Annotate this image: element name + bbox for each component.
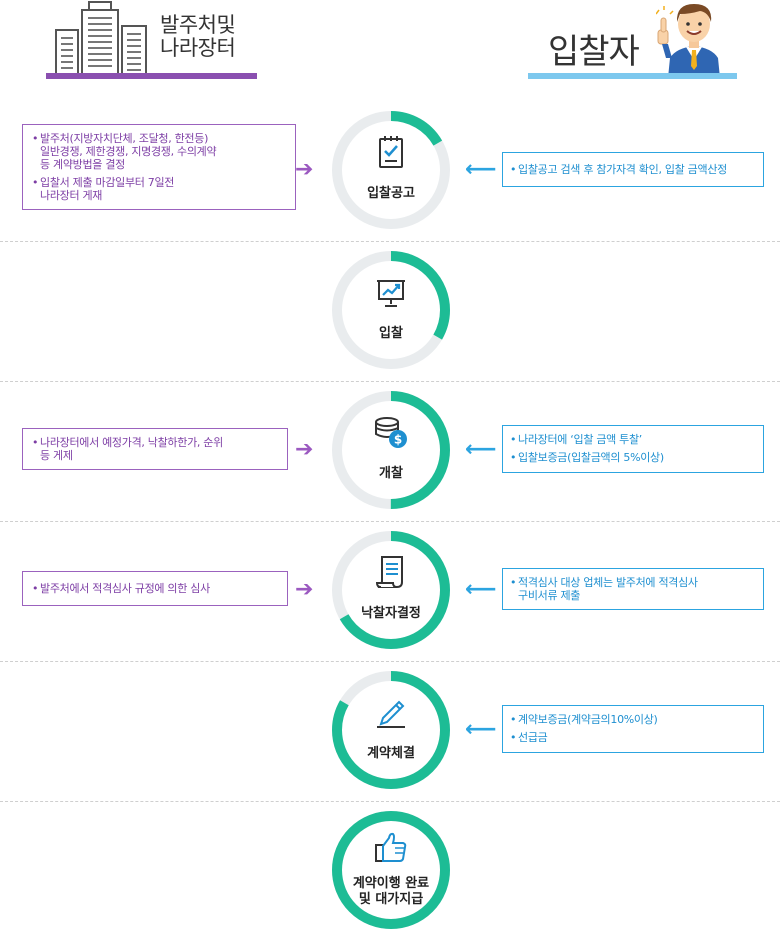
bidder-action-item: 입찰보증금(입찰금액의 5%이상) [509, 451, 759, 464]
ring-progress [332, 111, 450, 229]
step-ring: 계약체결 [331, 670, 451, 790]
step-row-contract: 계약체결 ⟵ 계약보증금(계약금의10%이상) 선급금 [0, 661, 780, 801]
ring-progress [332, 391, 450, 509]
step-row-bid-opening: $ 개찰 나라장터에서 예정가격, 낙찰하한가, 순위 등 게제 ➔ ⟵ 나라장… [0, 381, 780, 521]
progress-ring [332, 671, 450, 789]
step-label: 계약이행 완료 및 대가지급 [352, 876, 430, 907]
right-arrow-icon: ➔ [295, 437, 314, 462]
coins-dollar-icon: $ [375, 417, 407, 448]
step-ring: 낙찰자결정 [331, 530, 451, 650]
step-divider [0, 801, 780, 802]
step-ring: 입찰공고 [331, 110, 451, 230]
progress-ring [332, 111, 450, 229]
ring-progress [332, 531, 450, 649]
step-row-bid-notice: 입찰공고 발주처(지방자치단체, 조달청, 한전등) 일반경쟁, 제한경쟁, 지… [0, 101, 780, 241]
step-divider [0, 661, 780, 662]
bidder-action-box: 적격심사 대상 업체는 발주처에 적격심사 구비서류 제출 [502, 568, 764, 610]
document-scroll-icon [375, 556, 403, 588]
bidder-action-item: 나라장터에 ‘입찰 금액 투찰’ [509, 433, 759, 446]
header: 발주처및 나라장터 입찰자 [0, 0, 780, 85]
ring-progress [332, 251, 450, 369]
step-label: 낙찰자결정 [361, 606, 421, 621]
step-divider [0, 241, 780, 242]
step-row-bidding: 입찰 [0, 241, 780, 381]
right-arrow-icon: ➔ [295, 157, 314, 182]
progress-ring [332, 391, 450, 509]
bidder-action-box: 나라장터에 ‘입찰 금액 투찰’ 입찰보증금(입찰금액의 5%이상) [502, 425, 764, 473]
thumbs-up-man-icon [656, 4, 720, 78]
step-ring: $ 개찰 [331, 390, 451, 510]
svg-text:$: $ [394, 433, 402, 447]
bidder-action-item: 계약보증금(계약금의10%이상) [509, 713, 759, 726]
step-divider [0, 381, 780, 382]
left-arrow-icon: ⟵ [465, 717, 497, 742]
client-column-underline [46, 73, 257, 79]
progress-ring [332, 531, 450, 649]
step-label: 입찰공고 [367, 186, 415, 201]
step-row-winner-decision: 낙찰자결정 발주처에서 적격심사 규정에 의한 심사 ➔ ⟵ 적격심사 대상 업… [0, 521, 780, 661]
thumbs-up-icon [375, 832, 407, 862]
step-label: 개찰 [379, 466, 403, 481]
client-action-item: 발주처에서 적격심사 규정에 의한 심사 [31, 582, 281, 595]
progress-ring [332, 811, 450, 929]
pencil-sign-icon [377, 700, 405, 728]
client-action-box: 발주처(지방자치단체, 조달청, 한전등) 일반경쟁, 제한경쟁, 지명경쟁, … [22, 124, 296, 210]
buildings-icon [55, 1, 147, 75]
client-action-box: 발주처에서 적격심사 규정에 의한 심사 [22, 571, 288, 606]
left-arrow-icon: ⟵ [465, 157, 497, 182]
step-ring: 계약이행 완료 및 대가지급 [331, 810, 451, 930]
client-action-item: 입찰서 제출 마감일부터 7일전 나라장터 게재 [31, 176, 289, 202]
client-action-item: 발주처(지방자치단체, 조달청, 한전등) 일반경쟁, 제한경쟁, 지명경쟁, … [31, 132, 289, 171]
bidder-action-item: 입찰공고 검색 후 참가자격 확인, 입찰 금액산정 [509, 163, 759, 176]
step-label: 계약체결 [367, 746, 415, 761]
step-row-completion: 계약이행 완료 및 대가지급 [0, 801, 780, 932]
clipboard-check-icon [379, 136, 403, 168]
bidder-action-item: 선급금 [509, 731, 759, 744]
bidder-action-box: 입찰공고 검색 후 참가자격 확인, 입찰 금액산정 [502, 152, 764, 187]
step-ring: 입찰 [331, 250, 451, 370]
step-label: 입찰 [379, 326, 403, 341]
client-action-item: 나라장터에서 예정가격, 낙찰하한가, 순위 등 게제 [31, 436, 281, 462]
step-divider [0, 521, 780, 522]
bidder-action-box: 계약보증금(계약금의10%이상) 선급금 [502, 705, 764, 753]
client-column-title: 발주처및 나라장터 [160, 14, 236, 60]
bidder-column-underline [528, 73, 737, 79]
ring-progress [332, 811, 450, 929]
presentation-board-icon [377, 280, 405, 307]
right-arrow-icon: ➔ [295, 577, 314, 602]
bidder-action-item: 적격심사 대상 업체는 발주처에 적격심사 구비서류 제출 [509, 576, 759, 602]
ring-progress [332, 671, 450, 789]
bidder-column-title: 입찰자 [548, 33, 640, 71]
client-action-box: 나라장터에서 예정가격, 낙찰하한가, 순위 등 게제 [22, 428, 288, 470]
progress-ring [332, 251, 450, 369]
left-arrow-icon: ⟵ [465, 437, 497, 462]
left-arrow-icon: ⟵ [465, 577, 497, 602]
